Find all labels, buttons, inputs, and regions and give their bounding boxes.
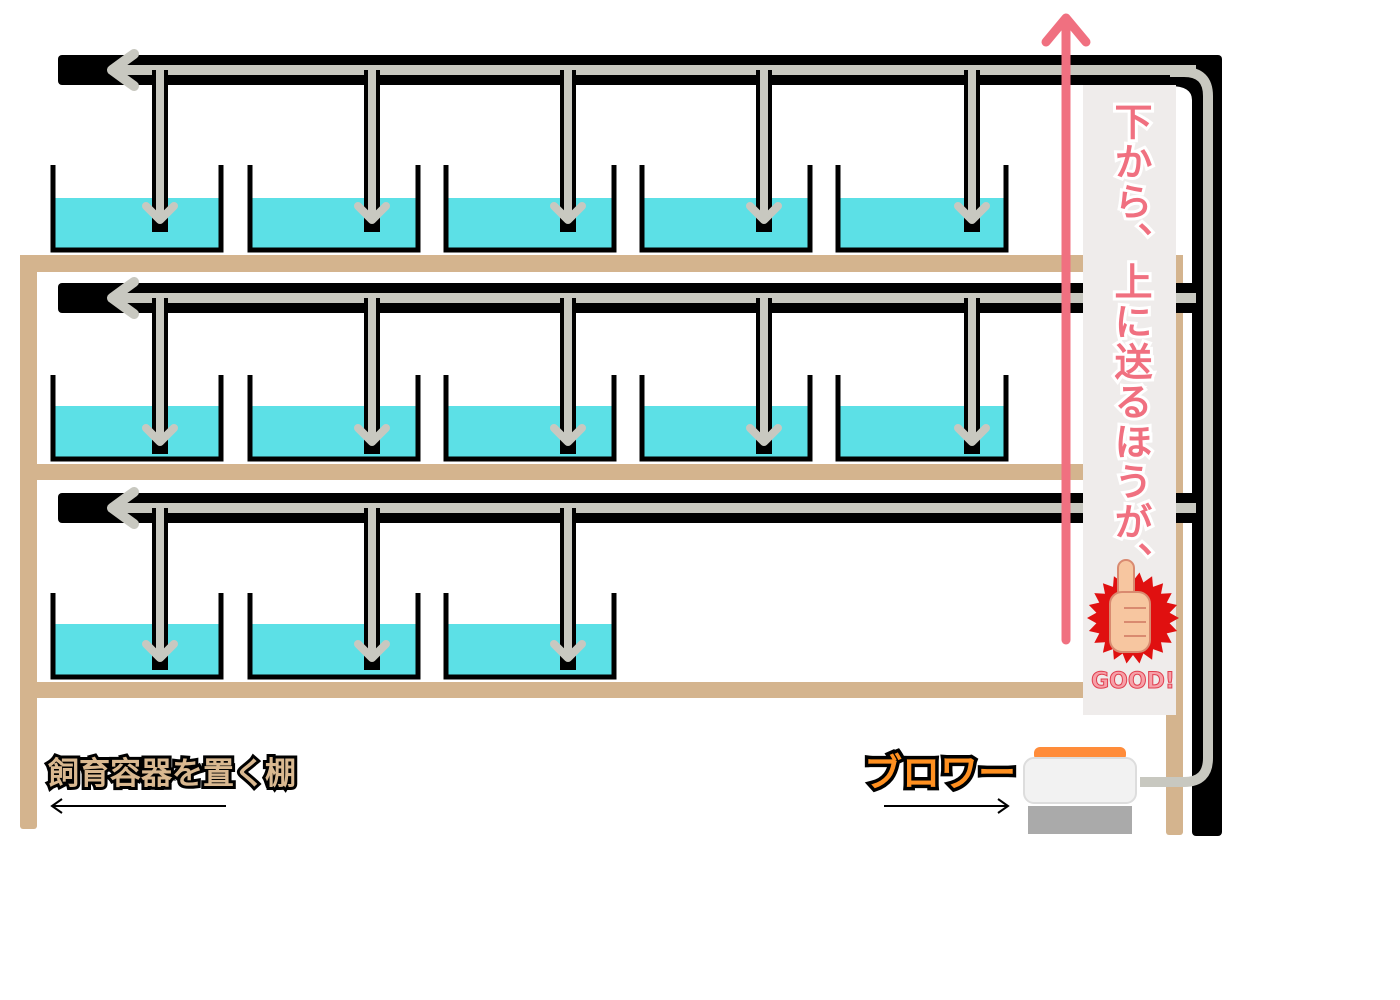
shelf-post-left xyxy=(20,255,37,829)
tank xyxy=(639,165,813,253)
tank xyxy=(443,593,617,680)
blower-label: ブロワー xyxy=(864,751,1016,795)
blower-pointer-arrow xyxy=(884,798,1010,814)
advice-text: 下から、上に送るほうが、 xyxy=(1108,102,1152,582)
drop-arrow xyxy=(550,202,586,224)
tank xyxy=(443,165,617,253)
drop-arrow xyxy=(354,202,390,224)
tank xyxy=(835,165,1009,253)
drop-arrow xyxy=(142,640,178,662)
water xyxy=(643,198,809,249)
water xyxy=(54,406,220,458)
pipe-cap xyxy=(58,55,78,85)
tank xyxy=(247,593,421,680)
water xyxy=(643,406,809,458)
good-label: GOOD! xyxy=(1091,669,1175,694)
up-arrow-icon xyxy=(1041,13,1091,645)
drop-arrow xyxy=(550,640,586,662)
riser-pipe-inner xyxy=(1140,67,1213,787)
water xyxy=(839,198,1005,249)
pipe-cap xyxy=(58,493,78,523)
drop-arrow xyxy=(550,424,586,446)
flow-arrow xyxy=(107,49,139,91)
tank xyxy=(50,375,224,462)
flow-arrow xyxy=(107,487,139,529)
tank xyxy=(443,375,617,462)
water xyxy=(251,198,417,249)
drop-arrow xyxy=(954,202,990,224)
thumbs-up-icon xyxy=(1109,559,1151,653)
tank xyxy=(247,375,421,462)
drop-arrow xyxy=(142,424,178,446)
blower xyxy=(1023,747,1137,834)
air-pipes xyxy=(58,49,1222,836)
drop-arrow xyxy=(746,202,782,224)
water xyxy=(447,198,613,249)
shelf-board xyxy=(20,682,1183,698)
water xyxy=(447,406,613,458)
shelf-pointer-arrow xyxy=(50,798,226,814)
drop-arrow xyxy=(746,424,782,446)
shelf-frame xyxy=(20,255,1183,835)
water xyxy=(54,624,220,676)
pipe-cap xyxy=(58,283,78,313)
tank xyxy=(247,165,421,253)
shelf-label: 飼育容器を置く棚 xyxy=(48,756,296,792)
water xyxy=(251,406,417,458)
water xyxy=(54,198,220,249)
tank xyxy=(835,375,1009,462)
water xyxy=(251,624,417,676)
drop-arrow xyxy=(954,424,990,446)
shelf-board xyxy=(20,255,1183,272)
tanks xyxy=(50,165,1009,680)
drop-arrow xyxy=(354,640,390,662)
drop-arrow xyxy=(142,202,178,224)
shelf-board xyxy=(20,464,1183,480)
water xyxy=(447,624,613,676)
flow-arrow xyxy=(107,277,139,319)
tank xyxy=(639,375,813,462)
tank xyxy=(50,593,224,680)
tank xyxy=(50,165,224,253)
drop-arrow xyxy=(354,424,390,446)
good-badge-icon: GOOD! xyxy=(1087,559,1179,695)
